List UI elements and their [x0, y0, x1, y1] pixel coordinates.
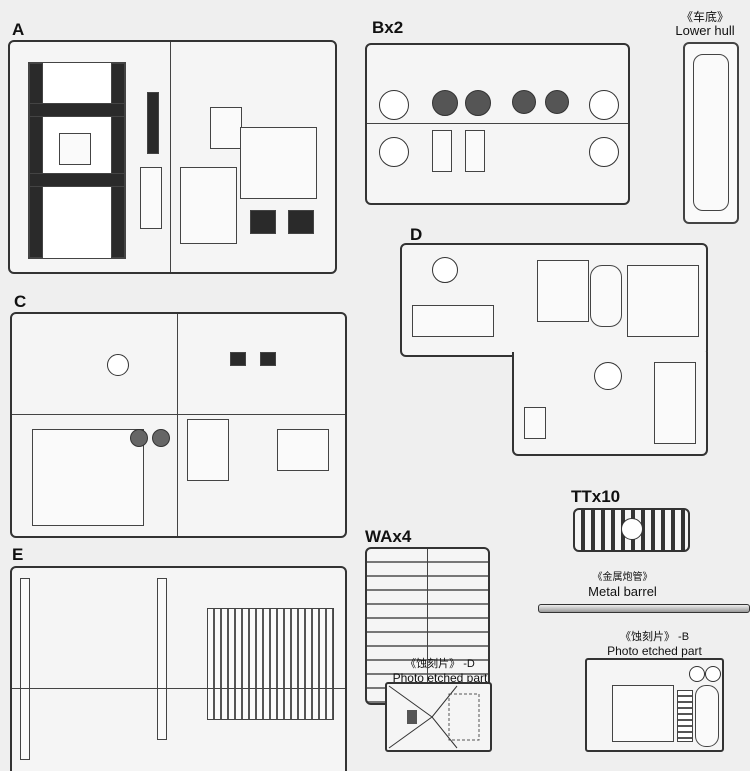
sprue-b-label: Bx2 [372, 18, 404, 37]
sprue-d-label: D [410, 225, 423, 244]
superstructure-plate [240, 127, 317, 199]
runner [12, 688, 345, 689]
fighting-compartment-floor [32, 429, 144, 526]
track-guard [111, 63, 125, 258]
side-skirt [412, 305, 494, 337]
hatch-part [288, 210, 314, 234]
cross-member [29, 173, 125, 187]
lower-hull-part [683, 42, 739, 224]
sprue-c-label: C [14, 292, 27, 311]
pe-d-en: Photo etched part [392, 671, 488, 685]
metal-barrel-part [538, 604, 750, 613]
box-part [230, 352, 246, 366]
box-part [260, 352, 276, 366]
metal-barrel-zh: 《金属炮管》 [592, 572, 653, 583]
hatch-part [250, 210, 276, 234]
pe-ring [705, 666, 721, 682]
runner [170, 42, 171, 272]
deck-plate [180, 167, 237, 244]
runner [367, 123, 628, 124]
track-guard [29, 63, 43, 258]
side-plate [140, 167, 162, 229]
lower-hull-zh: 《车底》 [680, 10, 729, 24]
road-wheel [379, 137, 409, 167]
idler-wheel [545, 90, 569, 114]
hull-inner [693, 54, 729, 211]
road-wheel [379, 90, 409, 120]
long-rod-part [20, 578, 30, 760]
return-rollers [432, 130, 452, 172]
deck-panel [627, 265, 699, 337]
sprocket-wheel [432, 90, 458, 116]
sprue-a [8, 40, 337, 274]
cross-member [29, 103, 125, 117]
hull-floor-part [28, 62, 126, 259]
runner [12, 414, 345, 415]
sprocket-wheel [465, 90, 491, 116]
sprue-tt [573, 508, 690, 552]
track-links [207, 608, 334, 720]
pe-ring [689, 666, 705, 682]
panel-part [277, 429, 329, 471]
sprue-d [400, 243, 708, 357]
pe-mesh [677, 690, 693, 742]
hatch-plate [59, 133, 91, 165]
sprue-wa [365, 547, 490, 705]
sprue-wa-label: WAx4 [365, 527, 412, 546]
runner [427, 549, 428, 703]
sprue-e-label: E [12, 545, 24, 564]
pe-b-zh: 《蚀刻片》 -B [619, 631, 690, 643]
sprue-d-lower [512, 352, 708, 456]
photo-etched-b [585, 658, 724, 752]
sprue-b [365, 43, 630, 205]
mantlet-part [594, 362, 622, 390]
sprue-e [10, 566, 347, 771]
runner [177, 314, 178, 536]
sprue-c [10, 312, 347, 538]
road-wheel [589, 90, 619, 120]
pe-b-en: Photo etched part [607, 644, 702, 658]
sprue-tt-label: TTx10 [571, 487, 621, 506]
hub-part [621, 518, 643, 540]
lower-hull-caption: 《车底》 Lower hull [660, 10, 750, 38]
metal-barrel-en: Metal barrel [588, 584, 657, 599]
pe-d-zh: 《蚀刻片》 -D [405, 658, 475, 670]
track-guard-arm [537, 260, 589, 322]
pe-d-caption: 《蚀刻片》 -D Photo etched part [385, 657, 495, 685]
wheel-hub [130, 429, 148, 447]
pe-screen [612, 685, 674, 742]
lower-hull-en: Lower hull [675, 23, 735, 38]
engine-grille [210, 107, 242, 149]
grille-part [147, 92, 159, 154]
pe-oval-frame [695, 685, 719, 747]
sprue-a-label: A [12, 20, 25, 39]
long-rod-part [157, 578, 167, 740]
return-rollers [465, 130, 485, 172]
wheel-hub [152, 429, 170, 447]
panel-part [187, 419, 229, 481]
cupola-part [432, 257, 458, 283]
disk-part [107, 354, 129, 376]
pe-b-caption: 《蚀刻片》 -B Photo etched part [592, 630, 717, 658]
exhaust-part [654, 362, 696, 444]
fender-part [590, 265, 622, 327]
bracket-part [524, 407, 546, 439]
road-wheel [589, 137, 619, 167]
pe-d-fret [388, 685, 480, 749]
idler-wheel [512, 90, 536, 114]
metal-barrel-caption: 《金属炮管》 Metal barrel [580, 571, 665, 599]
photo-etched-d [385, 682, 492, 752]
